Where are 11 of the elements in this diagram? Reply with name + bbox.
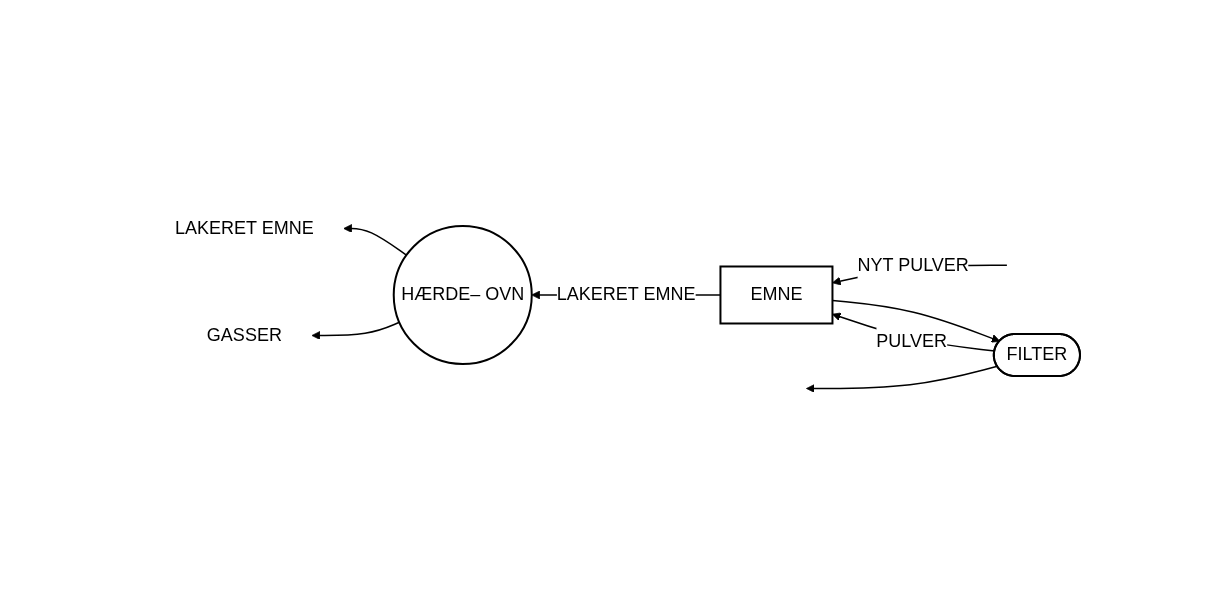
node-circle: HÆRDE– OVN <box>392 224 533 365</box>
node-box: EMNE <box>718 265 833 325</box>
edge-label: LAKERET EMNE <box>556 284 695 305</box>
edge-label: NYT PULVER <box>856 254 969 275</box>
arrow <box>342 223 407 256</box>
node-text: LAKERET EMNE <box>174 217 314 238</box>
edge-label: PULVER <box>875 330 947 351</box>
arrow <box>831 299 1000 343</box>
node-text: GASSER <box>206 324 282 345</box>
arrow <box>805 365 998 393</box>
arrow <box>311 321 400 340</box>
